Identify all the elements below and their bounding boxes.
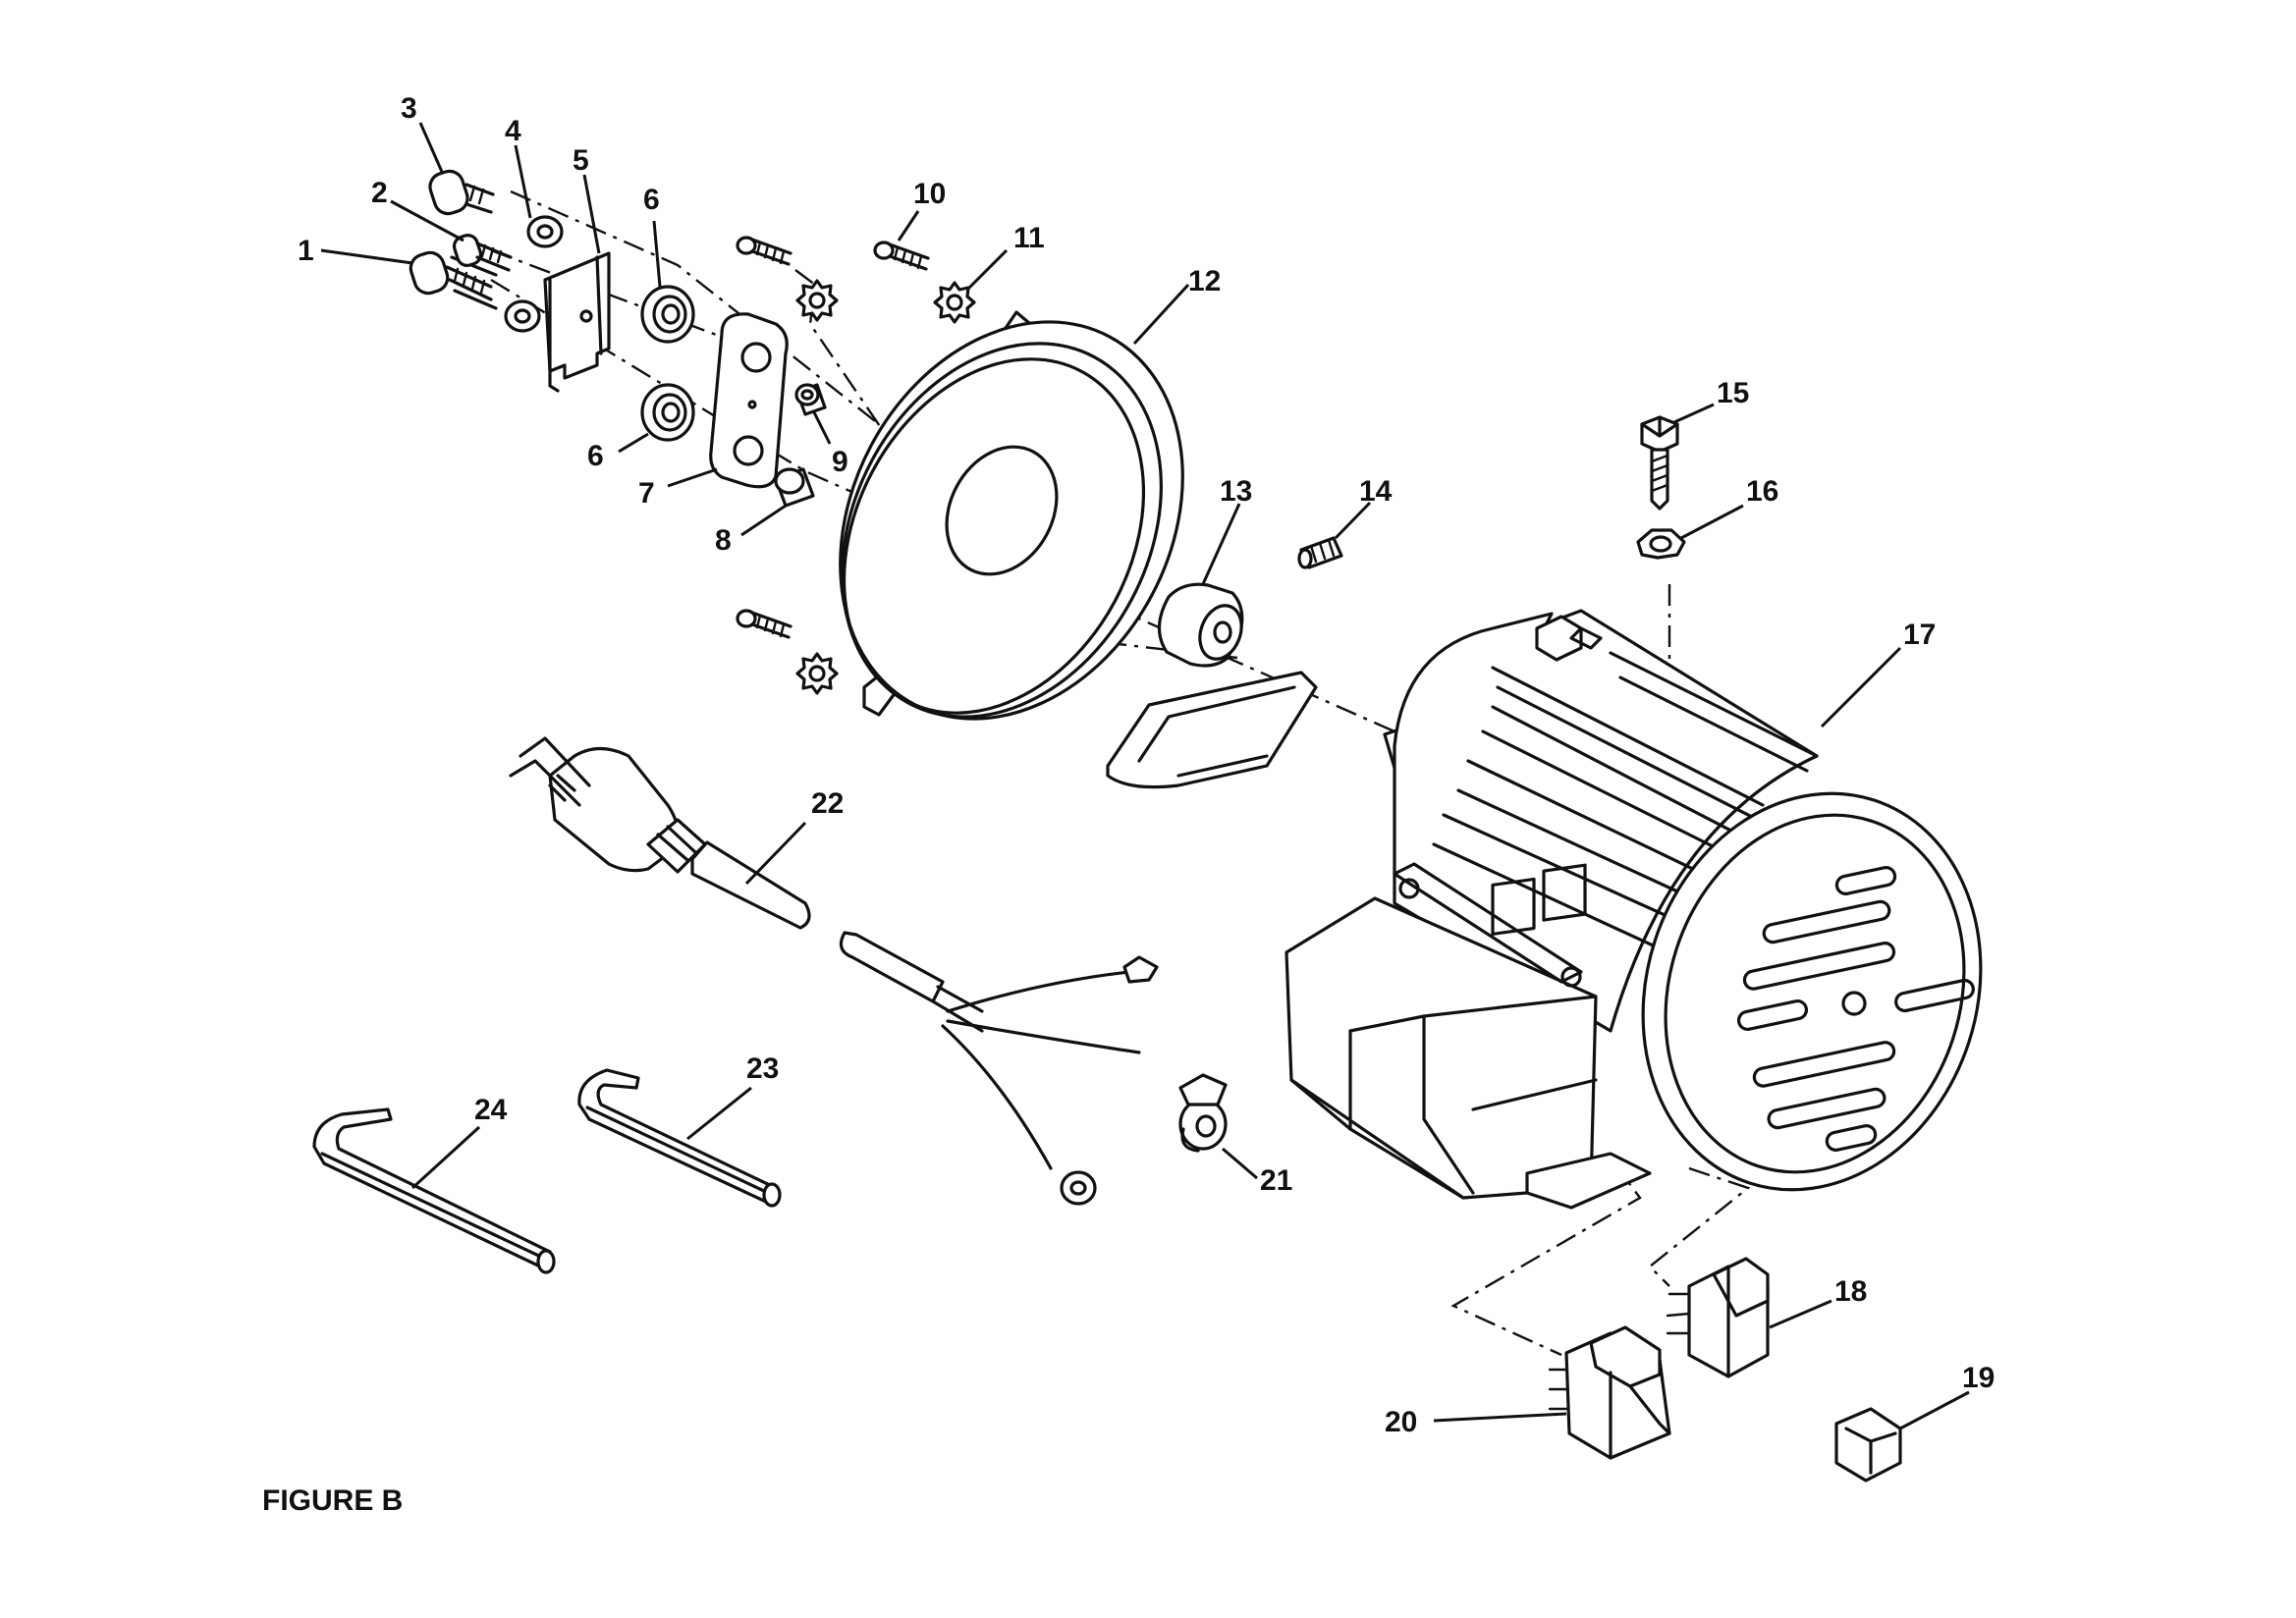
- callout-16: 16: [1746, 475, 1778, 508]
- callout-1: 1: [298, 235, 314, 267]
- part-24-hex-key: [312, 1107, 556, 1274]
- part-4-lock-washer: [504, 215, 564, 333]
- part-5-bracket: [543, 251, 611, 393]
- part-15-hex-bolt: [1640, 415, 1679, 511]
- part-6-bearing-lower: [640, 383, 695, 442]
- part-20-switch-with-guard: [1548, 1325, 1671, 1460]
- part-7-link-plate: [709, 312, 789, 489]
- callout-2: 2: [371, 177, 388, 209]
- callout-24: 24: [474, 1094, 508, 1126]
- callout-17: 17: [1903, 619, 1936, 651]
- callout-15: 15: [1717, 377, 1749, 409]
- callout-22: 22: [811, 787, 844, 820]
- callout-5: 5: [573, 144, 589, 177]
- callout-23: 23: [746, 1052, 779, 1085]
- callout-20: 20: [1385, 1406, 1417, 1438]
- callout-6-lower: 6: [587, 440, 604, 472]
- callout-labels: 1 2 3 4 5 6 6 7 8 9 10 11 12 13 14 15 16…: [298, 92, 1995, 1438]
- part-10-screws: [736, 236, 930, 639]
- callout-7: 7: [638, 477, 655, 510]
- part-21-strain-relief: [1178, 1073, 1228, 1153]
- leader-lines: [320, 122, 1970, 1430]
- part-6-bearing-upper: [640, 285, 695, 344]
- part-16-hex-nut: [1636, 528, 1686, 560]
- callout-18: 18: [1834, 1275, 1867, 1308]
- callout-3: 3: [401, 92, 417, 125]
- part-17-motor: [1285, 609, 1983, 1210]
- part-2-screw: [452, 234, 513, 272]
- callout-21: 21: [1260, 1164, 1292, 1197]
- figure-caption: FIGURE B: [262, 1484, 403, 1517]
- part-12-wheel-guard: [839, 310, 1184, 721]
- callout-8: 8: [715, 524, 732, 557]
- callout-9: 9: [832, 446, 848, 478]
- part-18-rocker-switch: [1666, 1257, 1770, 1378]
- callout-19: 19: [1962, 1362, 1995, 1394]
- part-22-power-cord: [509, 736, 1159, 1206]
- callout-13: 13: [1220, 475, 1252, 508]
- part-8-spacer: [774, 467, 815, 508]
- part-13-flange: [1106, 582, 1318, 789]
- callout-11: 11: [1013, 222, 1045, 254]
- callout-12: 12: [1188, 265, 1221, 297]
- part-19-switch-key: [1834, 1407, 1902, 1483]
- callout-10: 10: [913, 178, 946, 210]
- part-11-star-washers: [795, 279, 976, 695]
- part-14-set-screw: [1297, 536, 1343, 569]
- motor-end-vents: [1736, 866, 1975, 1152]
- part-9-spacer: [794, 383, 827, 416]
- part-23-hex-key: [577, 1068, 782, 1208]
- callout-6-upper: 6: [643, 184, 660, 216]
- motor-cooling-fins: [1432, 626, 1819, 964]
- callout-14: 14: [1359, 475, 1393, 508]
- callout-4: 4: [505, 115, 521, 147]
- part-3-cap-screw: [428, 169, 495, 216]
